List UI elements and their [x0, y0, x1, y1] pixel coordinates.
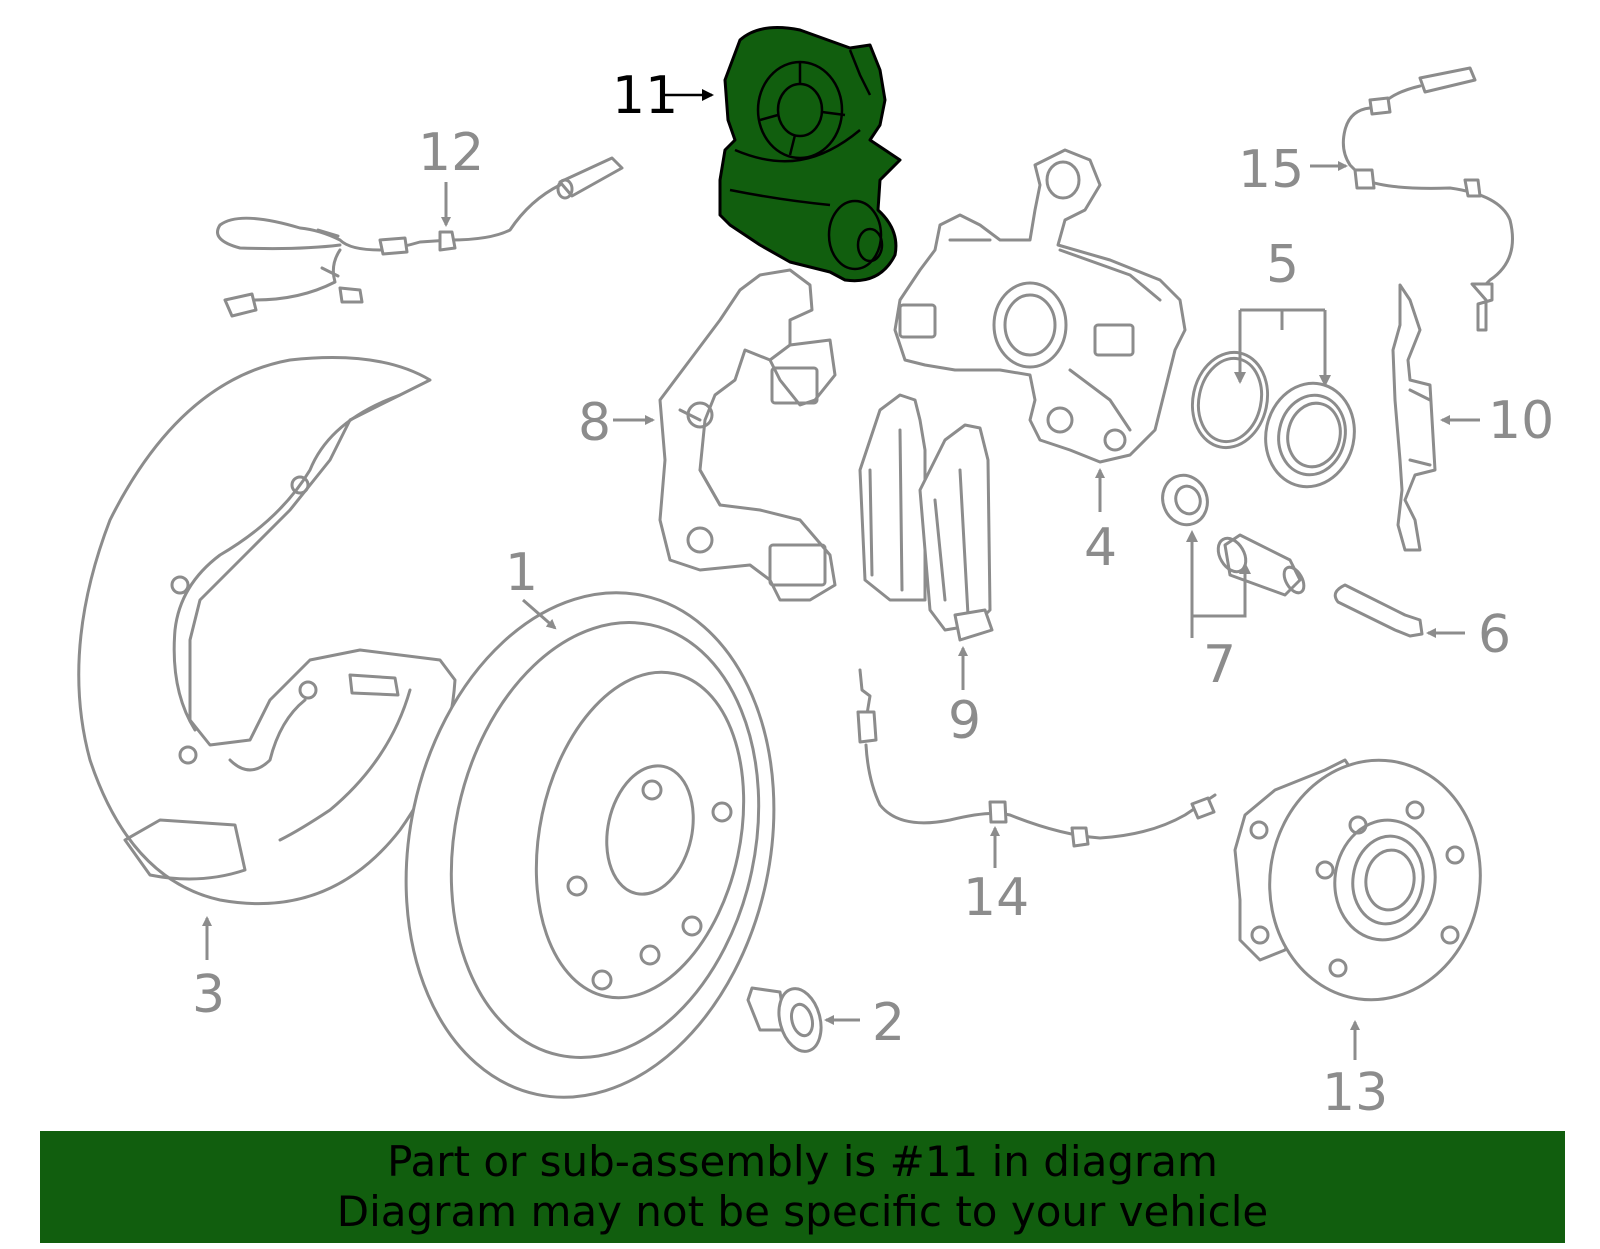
callout-9: 9	[948, 691, 981, 751]
brake-pads-part	[858, 393, 994, 642]
guide-bushings-part	[1161, 473, 1306, 597]
callout-7: 7	[1203, 635, 1236, 695]
parking-brake-actuator-part	[718, 26, 902, 283]
callout-11: 11	[612, 66, 678, 126]
callout-3: 3	[192, 965, 225, 1025]
callout-15: 15	[1238, 140, 1304, 200]
caliper-carrier-part	[658, 268, 837, 602]
callout-labels: 1 2 3 4 5 6 7 8 9 10 11 12 13 14 15	[192, 66, 1554, 1123]
callout-6: 6	[1478, 605, 1511, 665]
brake-caliper-part	[893, 148, 1187, 464]
callout-1: 1	[505, 543, 538, 603]
guide-pin-part	[1333, 583, 1424, 638]
leader-lines	[202, 89, 1480, 1060]
callout-10: 10	[1488, 391, 1554, 451]
callout-5: 5	[1266, 235, 1299, 295]
callout-14: 14	[963, 868, 1029, 928]
info-banner: Part or sub-assembly is #11 in diagram D…	[40, 1131, 1565, 1243]
banner-line-1: Part or sub-assembly is #11 in diagram	[387, 1137, 1218, 1186]
piston-seals-part	[1190, 350, 1356, 489]
brake-rotor-part	[404, 591, 776, 1099]
wheel-hub-part	[1233, 758, 1482, 1002]
dust-shield-part	[77, 356, 457, 906]
callout-2: 2	[872, 993, 905, 1053]
bolt-part	[746, 986, 823, 1053]
wear-sensor-14-part	[856, 668, 1217, 848]
retaining-clip-part	[1391, 283, 1437, 552]
callout-12: 12	[418, 123, 484, 183]
wear-sensor-15-part	[1341, 66, 1514, 332]
banner-line-2: Diagram may not be specific to your vehi…	[336, 1187, 1269, 1236]
callout-4: 4	[1084, 518, 1117, 578]
brake-assembly-diagram: 1 2 3 4 5 6 7 8 9 10 11 12 13 14 15	[77, 26, 1554, 1123]
callout-8: 8	[578, 393, 611, 453]
callout-13: 13	[1322, 1063, 1388, 1123]
wear-sensor-12-part	[216, 156, 624, 318]
